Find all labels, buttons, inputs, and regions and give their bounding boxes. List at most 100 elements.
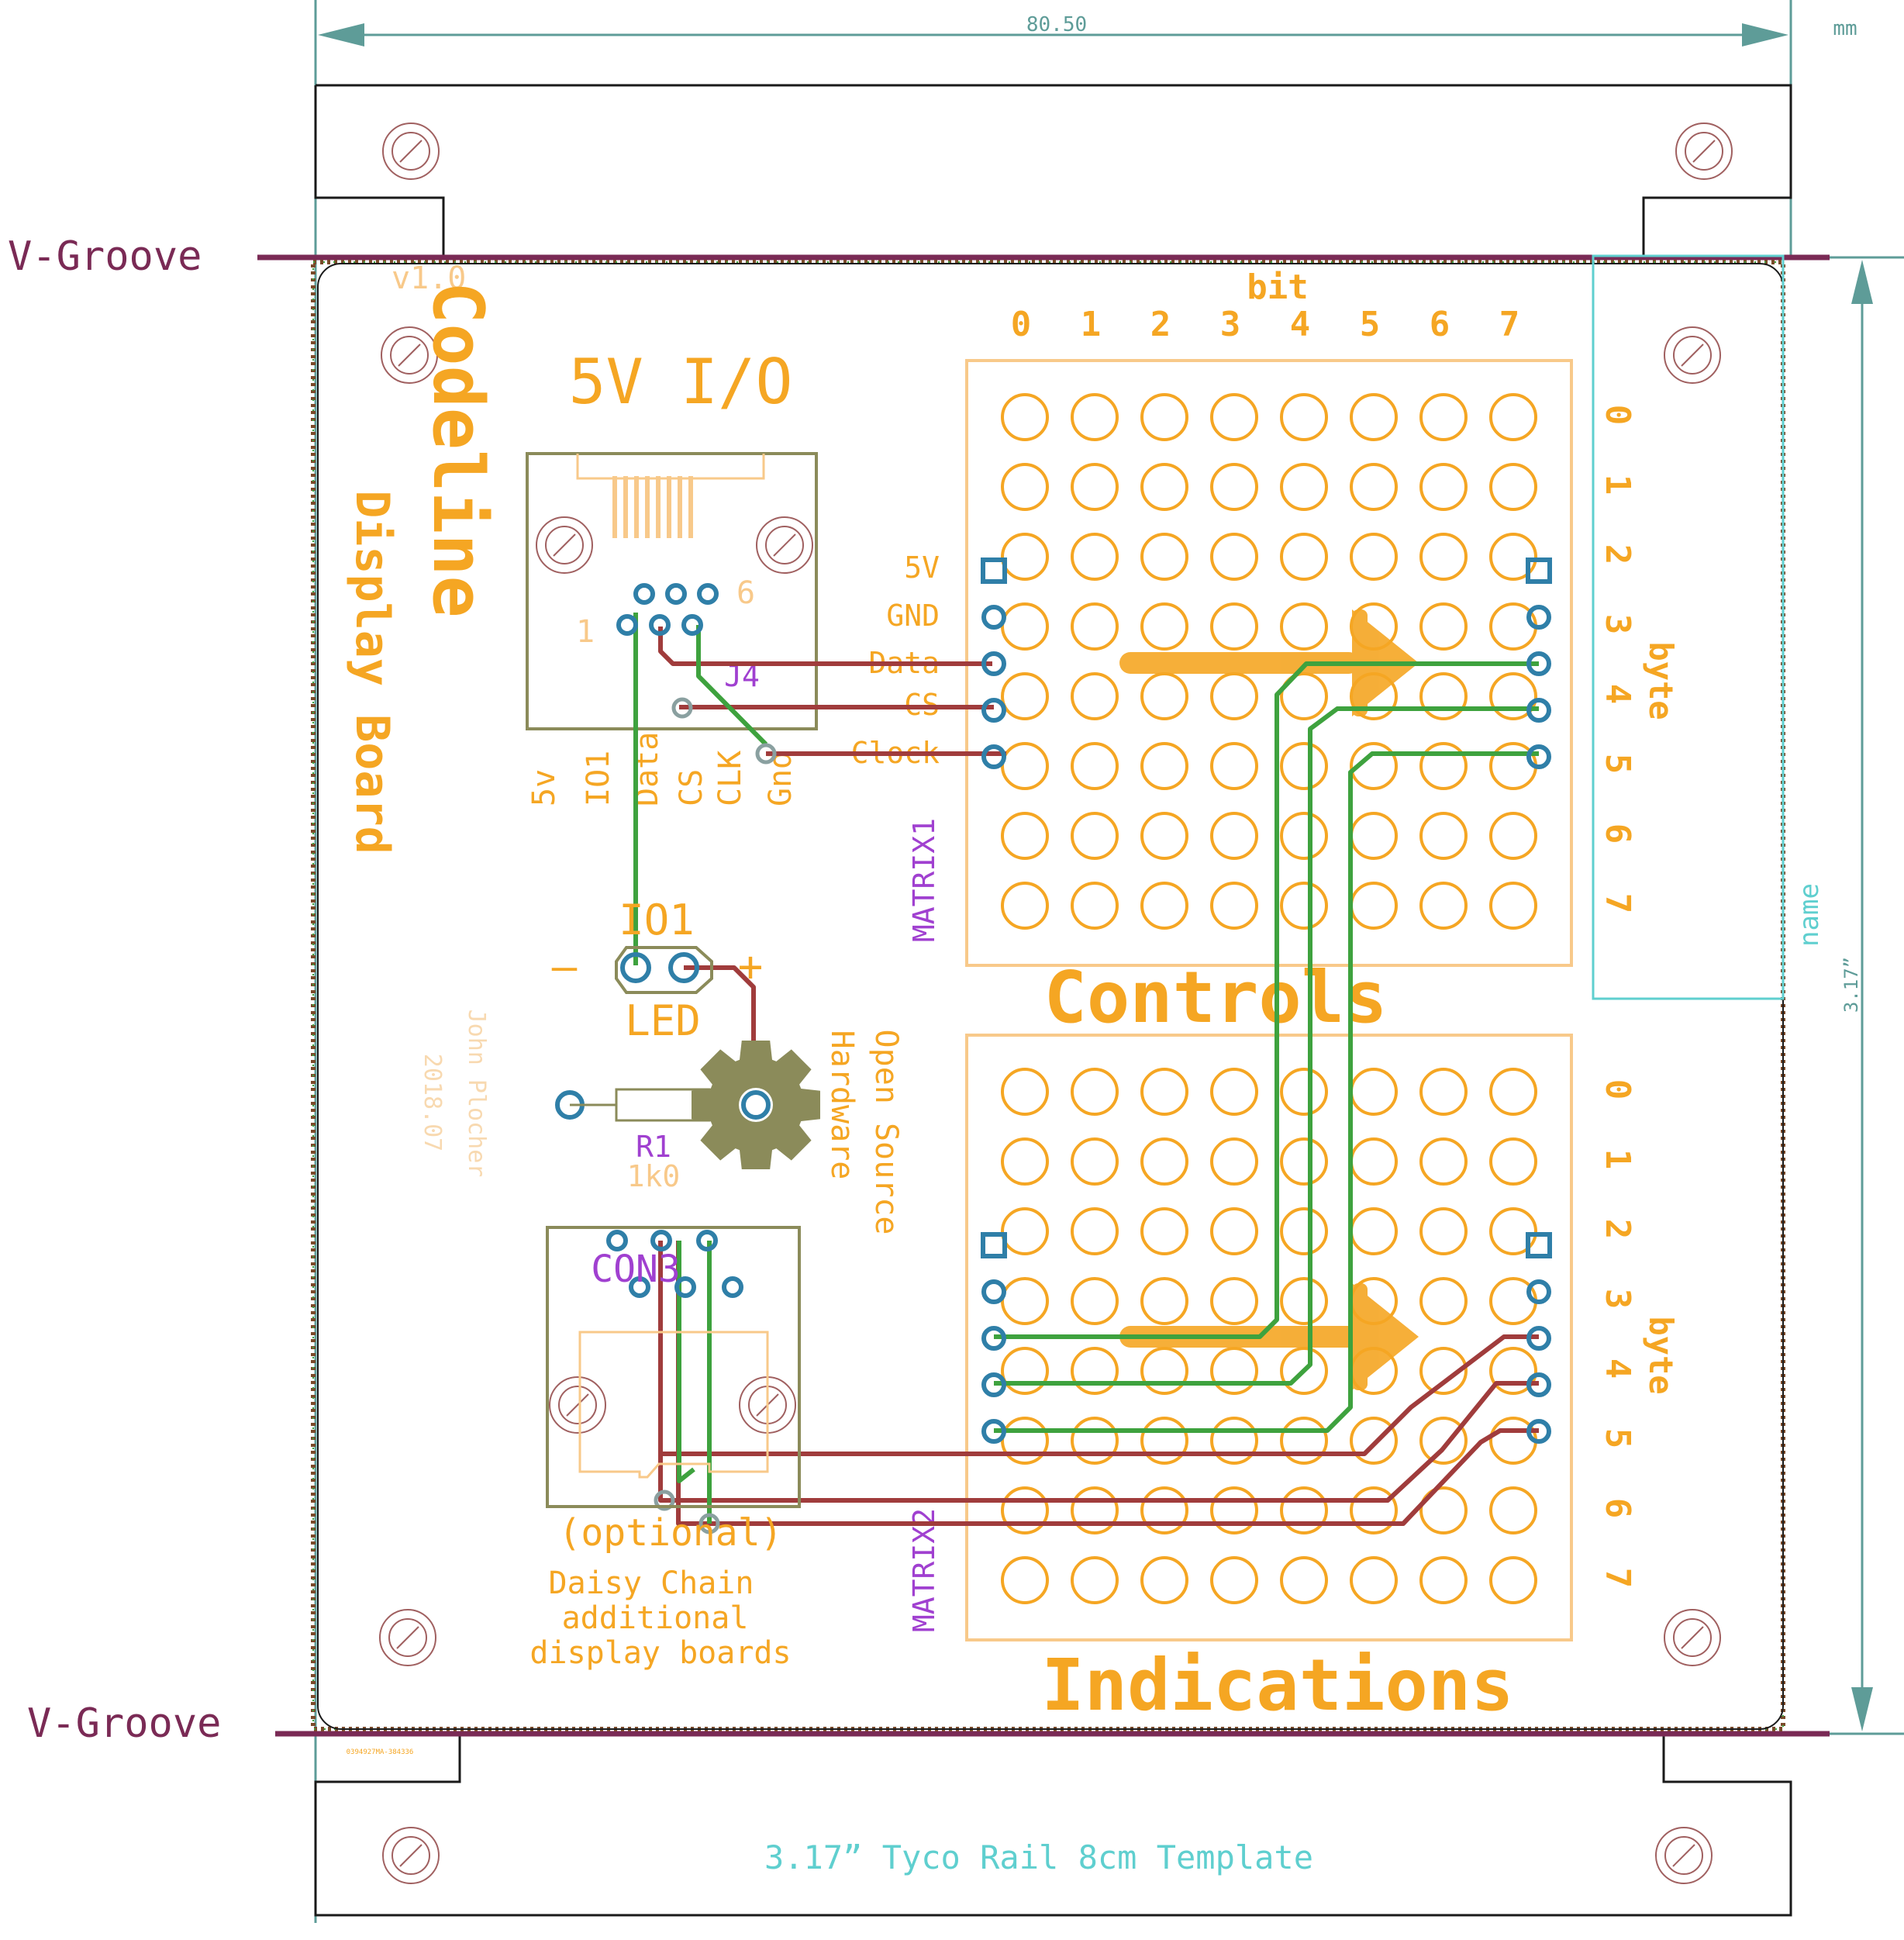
pad [1526, 1372, 1551, 1397]
daisy-chain-line3: display boards [529, 1635, 791, 1671]
matrix-led [1280, 1556, 1328, 1604]
matrix-led [1071, 602, 1119, 651]
matrix-led [1419, 393, 1468, 441]
matrix-led [1210, 463, 1258, 511]
contact-finger [634, 476, 639, 538]
matrix-led [1001, 1347, 1049, 1395]
byte-label: 2 [1598, 544, 1637, 565]
matrix-led [1001, 1207, 1049, 1255]
matrix-led [1210, 1556, 1258, 1604]
matrix-led [1210, 1207, 1258, 1255]
matrix-led [1001, 1486, 1049, 1534]
pad [633, 583, 655, 605]
j4-body [526, 452, 818, 730]
mounting-holes [379, 123, 1733, 1884]
bit-label: 2 [1150, 305, 1171, 344]
matrix-led [1280, 463, 1328, 511]
via [755, 743, 777, 765]
matrix-led [1071, 1417, 1119, 1465]
pad [620, 952, 651, 983]
matrix-led [1419, 882, 1468, 930]
rail-template-top [314, 84, 1792, 257]
pad [981, 1372, 1006, 1397]
rail-template-bottom [314, 1734, 1792, 1917]
pad [681, 614, 703, 636]
pad [981, 1326, 1006, 1351]
matrix-led [1140, 1347, 1188, 1395]
matrix-led [1350, 742, 1398, 790]
matrix-led [1489, 812, 1537, 860]
mounting-hole-icon [1664, 326, 1721, 384]
daisy-chain-line2: additional [562, 1600, 749, 1636]
mounting-hole-icon [379, 1609, 436, 1666]
matrix-led [1489, 1207, 1537, 1255]
matrix-led [1140, 1068, 1188, 1116]
matrix-led [1489, 533, 1537, 581]
matrix-led [1280, 393, 1328, 441]
pcb-keepout-border-inner [312, 261, 1784, 1730]
matrix-led [1140, 1207, 1188, 1255]
resistor-value: 1k0 [627, 1159, 681, 1193]
byte-label: 5 [1598, 754, 1637, 775]
matrix-led [1140, 463, 1188, 511]
mounting-hole-icon [381, 326, 438, 384]
matrix-led [1350, 1486, 1398, 1534]
matrix-led [1280, 1347, 1328, 1395]
pad [1526, 744, 1551, 769]
matrix-led [1001, 1277, 1049, 1325]
led-label: LED [625, 996, 701, 1045]
name-box [1592, 254, 1785, 1000]
pad [697, 583, 719, 605]
date-label: 2018.07 [419, 1054, 446, 1151]
tiny-ref-label: 0394927MA-384336 [347, 1748, 414, 1756]
j4-pin-label: Gnd [763, 751, 799, 806]
matrix-led [1001, 1556, 1049, 1604]
matrix-led [1350, 882, 1398, 930]
matrix-led [1071, 1556, 1119, 1604]
matrix-led [1001, 672, 1049, 720]
matrix-led [1419, 812, 1468, 860]
matrix-led [1280, 1277, 1328, 1325]
matrix-led [1489, 882, 1537, 930]
con3-ref: CON3 [591, 1248, 681, 1291]
daisy-chain-line1: Daisy Chain [549, 1565, 754, 1601]
contact-finger [656, 476, 661, 538]
matrix2-outline [965, 1034, 1573, 1641]
matrix-led [1489, 393, 1537, 441]
matrix-led [1071, 533, 1119, 581]
mounting-hole-icon [382, 123, 440, 180]
matrix-led [1280, 742, 1328, 790]
matrix-led [1350, 393, 1398, 441]
bit-label: 0 [1011, 305, 1032, 344]
byte-label: 4 [1598, 1358, 1637, 1379]
byte-label: 2 [1598, 1219, 1637, 1240]
matrix-led [1001, 882, 1049, 930]
matrix-led [1210, 672, 1258, 720]
matrix-led [1419, 1347, 1468, 1395]
bit-label: 6 [1430, 305, 1450, 344]
pad [649, 614, 671, 636]
matrix-led [1140, 1417, 1188, 1465]
matrix-led [1071, 1207, 1119, 1255]
unit-label: mm [1833, 17, 1857, 40]
matrix2-byte-title: byte [1642, 1316, 1680, 1394]
matrix-led [1419, 463, 1468, 511]
bit-label: 1 [1081, 305, 1102, 344]
matrix1-byte-title: byte [1642, 641, 1680, 720]
matrix-led [1071, 1486, 1119, 1534]
matrix-led [1071, 463, 1119, 511]
matrix-led [1350, 1068, 1398, 1116]
matrix2-caption: Indications [1041, 1644, 1513, 1727]
matrix-led [1140, 533, 1188, 581]
matrix-led [1210, 1068, 1258, 1116]
pad [696, 1230, 718, 1251]
matrix-led [1140, 812, 1188, 860]
matrix-led [1140, 602, 1188, 651]
matrix-led [1489, 672, 1537, 720]
mounting-hole-icon [382, 1827, 440, 1884]
matrix-led [1140, 1137, 1188, 1186]
byte-label: 5 [1598, 1428, 1637, 1449]
matrix-led [1071, 1277, 1119, 1325]
